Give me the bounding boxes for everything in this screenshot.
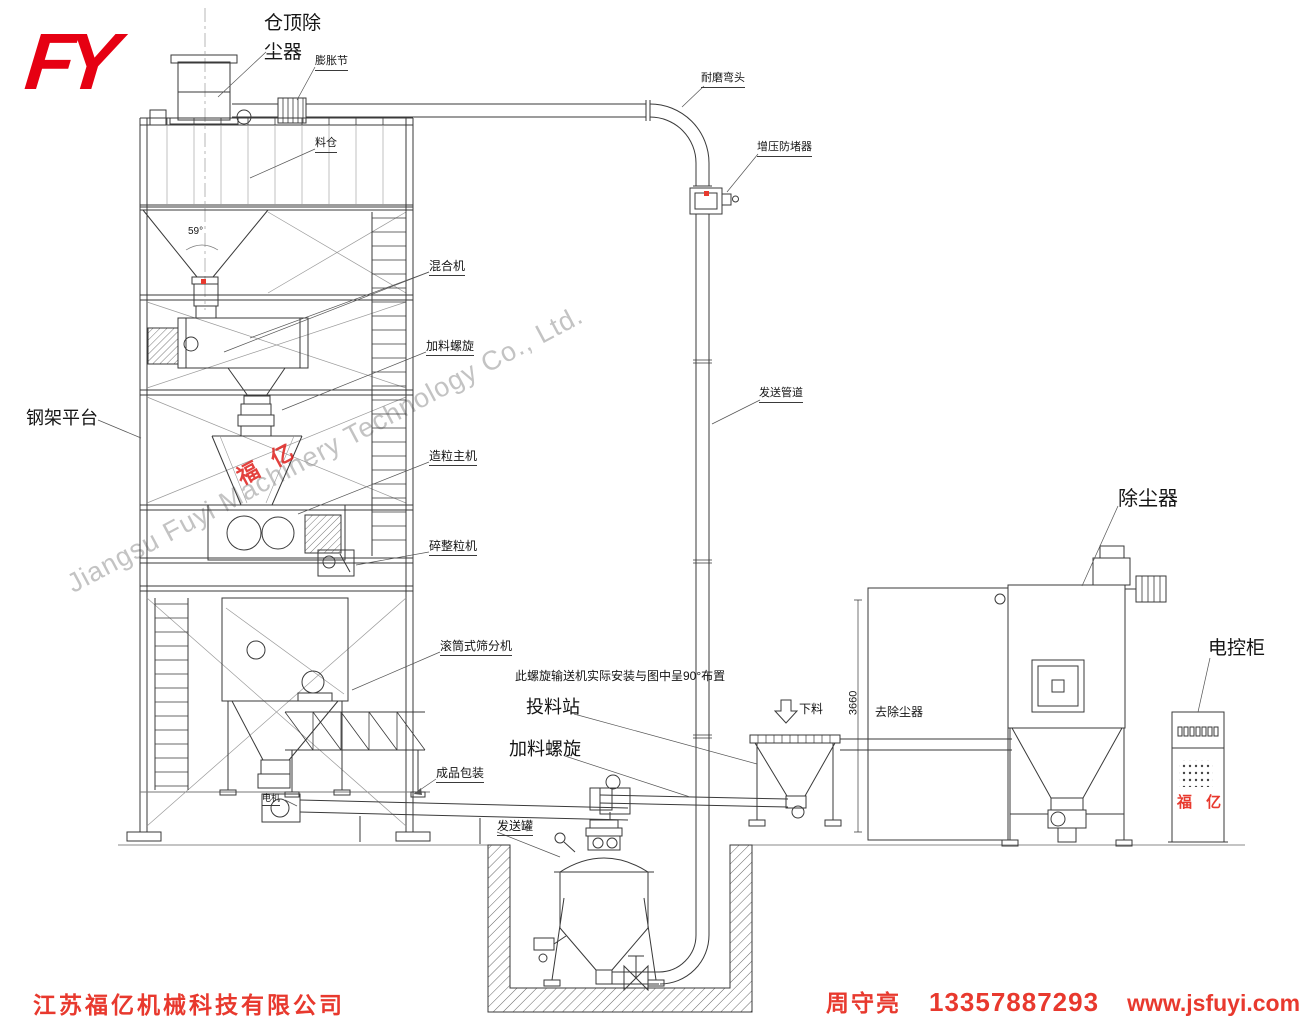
label-material-silo: 料仓	[315, 137, 337, 153]
packing-station	[257, 711, 426, 798]
steel-frame	[126, 118, 431, 842]
silo-top-dust-collector	[169, 54, 239, 125]
label-motor: 电机	[262, 793, 281, 807]
label-sending-pipe: 发送管道	[759, 387, 803, 403]
mixer-machine	[147, 305, 309, 437]
feeding-station-hopper	[748, 699, 842, 827]
cabinet-brand-text: 福 亿	[1177, 794, 1227, 811]
label-mixer: 混合机	[429, 259, 466, 276]
label-feeding-station: 投料站	[526, 697, 580, 717]
crusher-machine	[317, 549, 355, 577]
label-angle-59: 59°	[188, 226, 204, 237]
drum-screener-machine	[219, 597, 351, 796]
label-install-note: 此螺旋输送机实际安装与图中呈90°布置	[515, 669, 726, 683]
label-anti-blocker: 增压防堵器	[757, 141, 812, 157]
footer-company-name: 江苏福亿机械科技有限公司	[33, 992, 345, 1018]
label-expansion-joint: 膨胀节	[315, 55, 348, 71]
label-discharge: 下料	[799, 702, 824, 716]
label-silo-top-dust-collector: 仓顶除尘器	[264, 13, 322, 63]
dust-collector-unit	[1001, 545, 1167, 847]
label-feeding-screw-lower: 加料螺旋	[509, 739, 581, 759]
label-sending-tank: 发送罐	[497, 819, 534, 836]
label-granulator: 造粒主机	[429, 449, 478, 466]
label-finished-packaging: 成品包装	[436, 766, 485, 783]
footer-phone: 13357887293	[929, 987, 1100, 1017]
discharge-screw-conveyor	[261, 774, 631, 844]
leader-lines	[97, 51, 1211, 858]
pit-walls	[487, 844, 753, 1013]
label-control-cabinet: 电控柜	[1208, 638, 1266, 659]
feeding-screw-conveyor	[589, 787, 789, 811]
footer-contact-name: 周守亮	[826, 990, 901, 1016]
label-dim-3660: 3660	[847, 690, 860, 716]
label-feeding-screw-upper: 加料螺旋	[426, 339, 475, 356]
label-dust-collector: 除尘器	[1118, 488, 1178, 510]
footer-contact-block: 周守亮 13357887293 www.jsfuyi.com	[826, 984, 1300, 1018]
granulator-machine	[207, 435, 346, 561]
footer-website: www.jsfuyi.com	[1127, 990, 1301, 1016]
label-to-dust-collector: 去除尘器	[875, 705, 924, 719]
conveying-pipeline	[232, 97, 739, 992]
dust-duct	[840, 738, 1012, 751]
label-crusher: 碎整粒机	[429, 539, 478, 556]
label-wear-elbow: 耐磨弯头	[701, 72, 745, 88]
label-steel-platform: 钢架平台	[26, 408, 98, 428]
control-cabinet-body	[1168, 711, 1228, 843]
company-logo: FY	[21, 17, 115, 106]
label-drum-screener: 滚筒式筛分机	[440, 639, 513, 656]
sending-tank-vessel	[533, 812, 665, 987]
